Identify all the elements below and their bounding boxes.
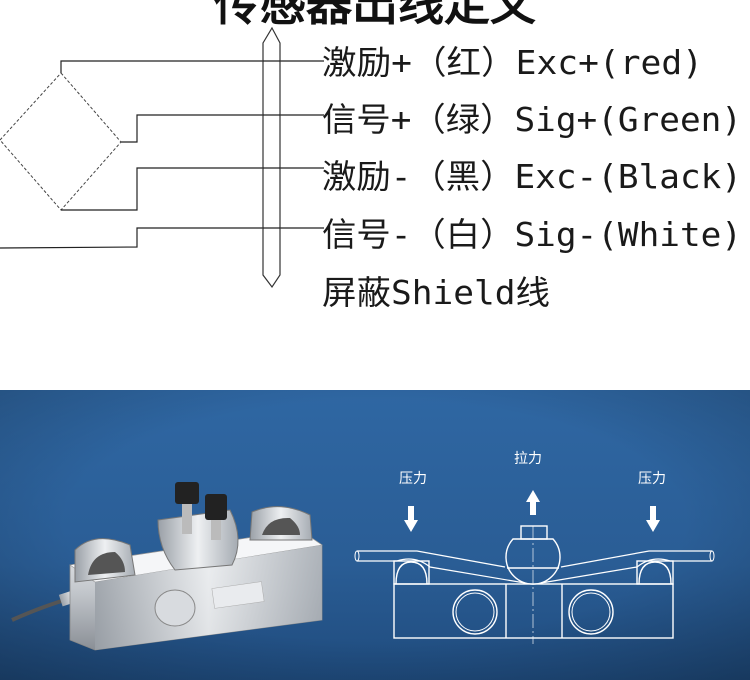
up-arrow-icon	[526, 490, 540, 515]
wire-label-sig-minus: 信号-（白）Sig-(White)	[322, 215, 742, 254]
center-force-label: 拉力	[514, 451, 542, 467]
wire-sig-minus	[0, 227, 324, 249]
wire-sig-plus	[121, 114, 324, 143]
down-arrow-right-icon	[646, 506, 660, 532]
force-diagram: 压力 拉力 压力	[354, 451, 715, 644]
bridge-diamond	[0, 72, 122, 211]
wire-exc-plus	[60, 60, 324, 73]
wire-label-exc-plus: 激励+（红）Exc+(red)	[322, 43, 703, 82]
load-cell-photo	[11, 482, 323, 651]
cable-sheath	[262, 26, 281, 289]
wire-label-exc-minus: 激励-（黑）Exc-(Black)	[322, 157, 742, 196]
down-arrow-left-icon	[404, 506, 418, 532]
wire-label-shield: 屏蔽Shield线	[322, 273, 550, 312]
wire-label-sig-plus: 信号+（绿）Sig+(Green)	[322, 100, 742, 139]
page-title: 传感器出线定义	[213, 0, 536, 31]
right-force-label: 压力	[638, 471, 666, 487]
wire-exc-minus	[61, 167, 324, 211]
left-force-label: 压力	[399, 471, 427, 487]
